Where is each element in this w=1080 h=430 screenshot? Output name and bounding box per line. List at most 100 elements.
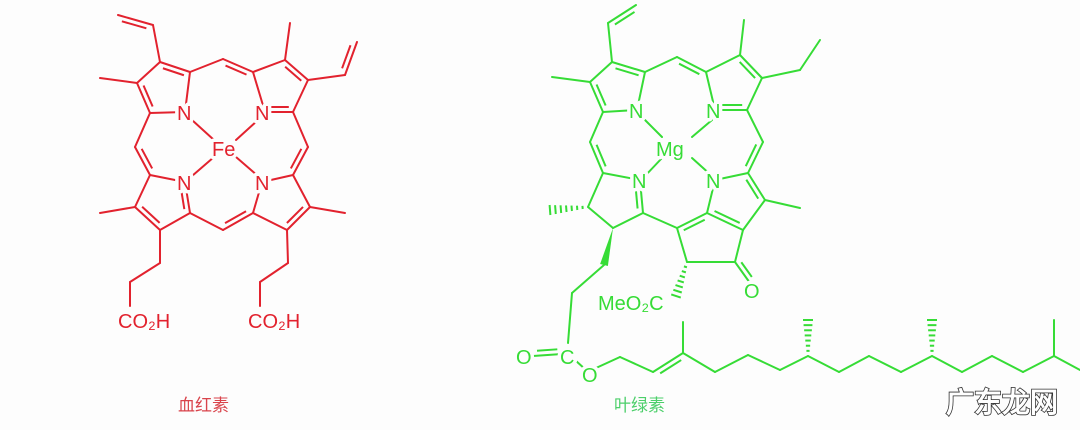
bond bbox=[152, 24, 161, 63]
bond bbox=[259, 262, 289, 283]
bond bbox=[261, 174, 294, 183]
double-bond-inner bbox=[683, 218, 706, 232]
heme-labels: Fe N N N N CO₂H CO₂H 血红素 bbox=[115, 100, 304, 417]
hashed-bond bbox=[681, 270, 687, 274]
bond bbox=[691, 157, 713, 177]
bond bbox=[292, 174, 311, 208]
bond bbox=[189, 58, 224, 73]
bond bbox=[286, 229, 289, 264]
hashed-bond bbox=[675, 284, 684, 289]
hashed-bond bbox=[673, 288, 683, 294]
double-bond bbox=[676, 56, 707, 73]
bond bbox=[159, 212, 191, 231]
hashed-bond bbox=[683, 265, 688, 269]
hashed-bond bbox=[565, 205, 568, 213]
double-bond-inner bbox=[614, 11, 636, 26]
bond bbox=[961, 355, 993, 373]
bond bbox=[191, 156, 215, 177]
double-bond-inner bbox=[745, 179, 760, 200]
bond bbox=[307, 74, 346, 81]
nitrogen-label: N bbox=[706, 101, 720, 123]
bond bbox=[136, 61, 161, 84]
bond bbox=[779, 355, 809, 371]
double-bond bbox=[292, 146, 309, 176]
nitrogen-label: N bbox=[177, 103, 191, 125]
double-bond-inner bbox=[740, 261, 753, 278]
bond bbox=[607, 22, 613, 63]
bond bbox=[931, 355, 963, 373]
bond bbox=[149, 174, 186, 183]
bond bbox=[991, 355, 1024, 373]
double-bond-inner bbox=[142, 85, 154, 107]
bond bbox=[644, 56, 678, 73]
double-bond-inner bbox=[615, 67, 639, 77]
double-bond-inner bbox=[744, 144, 758, 167]
bond bbox=[1022, 355, 1055, 373]
bond bbox=[602, 172, 641, 181]
nitrogen-label: N bbox=[629, 101, 643, 123]
bond bbox=[636, 71, 646, 111]
double-bond-inner bbox=[678, 62, 700, 76]
double-bond-inner bbox=[141, 206, 161, 224]
double-bond-inner bbox=[659, 359, 682, 375]
double-bond bbox=[344, 41, 358, 76]
double-bond-inner bbox=[225, 64, 247, 76]
double-bond bbox=[134, 206, 161, 231]
double-bond-inner bbox=[284, 66, 302, 82]
double-bond-inner bbox=[286, 206, 304, 224]
bond bbox=[706, 179, 716, 214]
double-bond-inner bbox=[738, 61, 756, 79]
bond bbox=[252, 181, 263, 214]
bond bbox=[551, 76, 591, 83]
ester-carbon-label: C bbox=[560, 347, 574, 369]
nitrogen-label: N bbox=[632, 171, 646, 193]
hashed-bond bbox=[559, 205, 563, 214]
bond bbox=[705, 71, 716, 111]
double-bond-inner bbox=[289, 148, 303, 169]
bond bbox=[134, 112, 151, 148]
watermark: 广东龙网 bbox=[946, 386, 1058, 419]
bond bbox=[746, 109, 764, 143]
double-bond bbox=[286, 206, 311, 231]
bond bbox=[589, 61, 613, 83]
bond bbox=[602, 109, 638, 113]
nitrogen-label: N bbox=[177, 173, 191, 195]
bond bbox=[619, 356, 654, 373]
hashed-bond bbox=[670, 293, 682, 299]
chlorophyll-metal-label: Mg bbox=[656, 139, 684, 161]
double-bond-inner bbox=[179, 187, 186, 210]
bond bbox=[612, 212, 644, 229]
double-bond-inner bbox=[341, 44, 352, 69]
double-bond bbox=[284, 59, 309, 81]
hashed-bond bbox=[677, 279, 685, 284]
double-bond-inner bbox=[595, 84, 607, 106]
bond bbox=[252, 212, 288, 231]
double-bond bbox=[134, 146, 151, 176]
double-bond bbox=[706, 212, 744, 231]
double-bond-inner bbox=[162, 67, 185, 77]
bond bbox=[746, 77, 763, 111]
double-bond bbox=[589, 81, 604, 113]
double-bond bbox=[159, 61, 191, 73]
bond bbox=[644, 157, 663, 177]
bond bbox=[900, 355, 933, 373]
bond bbox=[149, 111, 186, 114]
bond bbox=[742, 199, 766, 231]
bond bbox=[184, 71, 191, 113]
ester-oxygen-label: O bbox=[582, 365, 598, 387]
double-bond bbox=[184, 181, 191, 214]
bond bbox=[129, 262, 161, 283]
double-bond-inner bbox=[121, 20, 147, 30]
hashed-bond bbox=[548, 204, 552, 216]
bond bbox=[595, 356, 621, 369]
bond bbox=[642, 212, 678, 229]
double-bond bbox=[117, 14, 154, 26]
chlorophyll-caption: 叶绿素 bbox=[614, 396, 665, 416]
methyl-ester-label: MeO₂C bbox=[598, 293, 664, 315]
double-bond bbox=[589, 141, 604, 174]
heme-metal-label: Fe bbox=[212, 139, 235, 161]
double-bond-inner bbox=[714, 210, 741, 224]
bond bbox=[705, 54, 741, 73]
